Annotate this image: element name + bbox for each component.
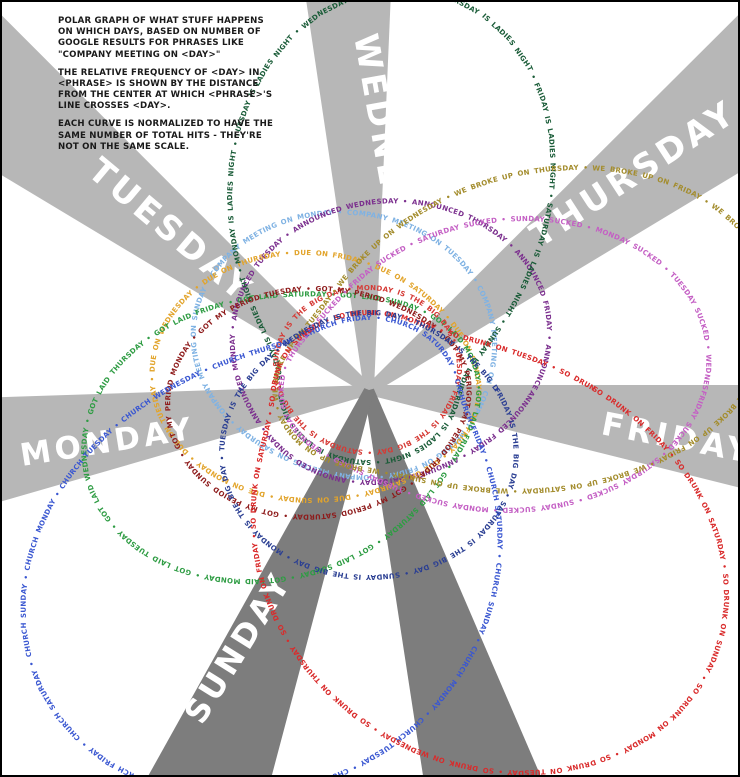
day-wedge-wednesday [306,2,391,391]
day-wedge-tuesday [2,15,373,394]
title-block: POLAR GRAPH OF WHAT STUFF HAPPENS ON WHI… [58,16,278,160]
day-wedge-sunday [148,388,374,775]
day-wedge-monday [2,385,370,502]
title-paragraph-2: THE RELATIVE FREQUENCY OF <DAY> IN <PHRA… [58,67,273,112]
day-wedge-friday [368,385,738,488]
title-paragraph-3: EACH CURVE IS NORMALIZED TO HAVE THE SAM… [58,119,274,152]
title-paragraph-1: POLAR GRAPH OF WHAT STUFF HAPPENS ON WHI… [58,16,264,60]
day-wedge-thursday [365,15,738,394]
day-wedge-saturday [364,388,541,775]
